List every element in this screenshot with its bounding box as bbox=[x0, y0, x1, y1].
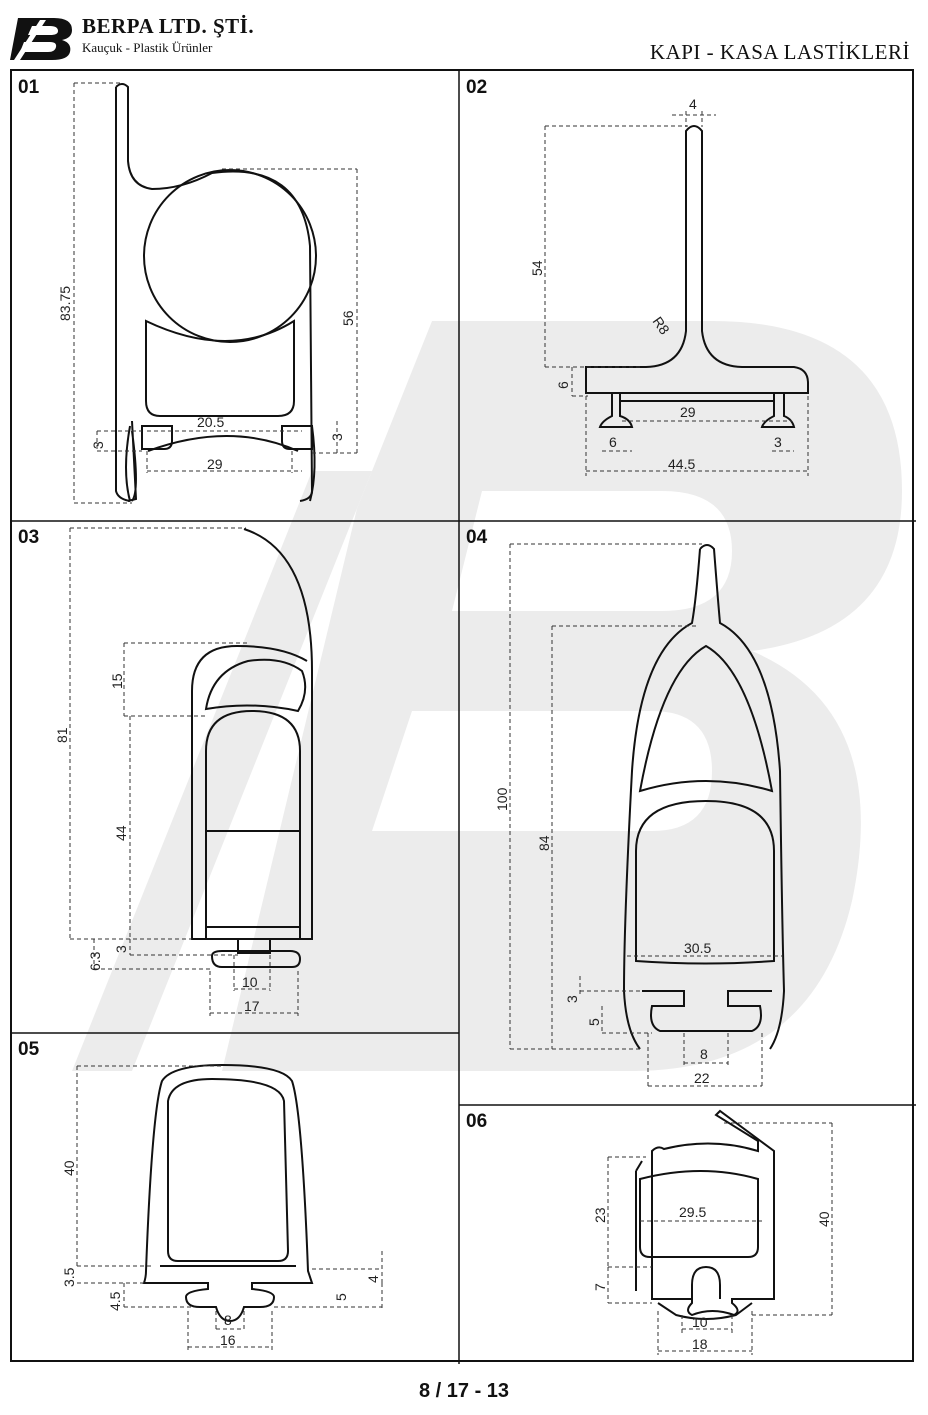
profile-06-drawing bbox=[635, 1109, 775, 1320]
panel-number-05: 05 bbox=[18, 1039, 40, 1060]
dim-05-5: 5 bbox=[333, 1293, 349, 1301]
dim-06-width: 18 bbox=[692, 1336, 708, 1352]
dim-05-4: 4 bbox=[365, 1275, 381, 1283]
dim-01-left-3: 3 bbox=[90, 441, 106, 449]
dim-06-23: 23 bbox=[592, 1207, 608, 1223]
dim-05-width: 16 bbox=[220, 1332, 236, 1348]
dim-01-width-top: 20.5 bbox=[197, 414, 224, 430]
panel-number-02: 02 bbox=[466, 77, 488, 98]
profile-03-drawing bbox=[191, 528, 313, 968]
dim-05-height: 40 bbox=[61, 1160, 77, 1176]
panel-number-01: 01 bbox=[18, 77, 40, 98]
technical-drawings: 83.75 56 20.5 3 3 29 4 bbox=[12, 71, 916, 1364]
dim-05-3-5: 3.5 bbox=[61, 1267, 77, 1287]
dim-03-bottom-3: 3 bbox=[113, 945, 129, 953]
dim-06-inner: 29.5 bbox=[679, 1204, 706, 1220]
dim-04-width: 22 bbox=[694, 1070, 710, 1086]
page-code: 8 / 17 - 13 bbox=[418, 1380, 510, 1402]
dim-04-5: 5 bbox=[586, 1018, 602, 1026]
company-tagline: Kauçuk - Plastik Ürünler bbox=[82, 40, 213, 55]
berpa-logo-icon bbox=[10, 18, 72, 60]
profile-05-drawing bbox=[142, 1063, 314, 1323]
profile-01-drawing bbox=[115, 83, 317, 502]
profile-grid: 83.75 56 20.5 3 3 29 4 bbox=[10, 69, 916, 1364]
dim-02-inner: 29 bbox=[680, 404, 696, 420]
dim-03-bottom: 6.3 bbox=[87, 951, 103, 971]
dim-06-height: 40 bbox=[816, 1211, 832, 1227]
dim-06-slot: 10 bbox=[692, 1314, 708, 1330]
dim-01-height: 83.75 bbox=[57, 286, 73, 321]
catalog-title: KAPI - KASA LASTİKLERİ bbox=[649, 40, 910, 64]
dim-05-slot: 8 bbox=[224, 1312, 232, 1328]
dim-01-width-bottom: 29 bbox=[207, 456, 223, 472]
watermark-logo-icon bbox=[52, 321, 902, 1071]
company-name: BERPA LTD. ŞTİ. bbox=[82, 14, 255, 38]
dim-03-body: 44 bbox=[113, 825, 129, 841]
dim-06-7: 7 bbox=[592, 1283, 608, 1291]
dim-01-right-3: 3 bbox=[329, 433, 345, 441]
dim-04-3: 3 bbox=[564, 995, 580, 1003]
dim-02-base: 6 bbox=[555, 381, 571, 389]
dim-02-foot-left: 6 bbox=[609, 434, 617, 450]
dim-04-slot: 8 bbox=[700, 1046, 708, 1062]
dim-03-inner: 10 bbox=[242, 974, 258, 990]
page-header: BERPA LTD. ŞTİ. Kauçuk - Plastik Ürünler… bbox=[0, 0, 928, 70]
dim-05-4-5: 4.5 bbox=[107, 1291, 123, 1311]
dim-03-top: 15 bbox=[109, 673, 125, 689]
panel-number-03: 03 bbox=[18, 527, 40, 548]
dim-02-height: 54 bbox=[529, 260, 545, 276]
panel-number-04: 04 bbox=[466, 527, 488, 548]
dim-03-height: 81 bbox=[54, 727, 70, 743]
dim-04-inner: 30.5 bbox=[684, 940, 711, 956]
dim-02-width: 44.5 bbox=[668, 456, 695, 472]
dim-03-width: 17 bbox=[244, 998, 260, 1014]
dim-04-height: 100 bbox=[494, 787, 510, 811]
dim-04-body: 84 bbox=[536, 835, 552, 851]
dim-01-tube: 56 bbox=[340, 310, 356, 326]
dim-02-foot-right: 3 bbox=[774, 434, 782, 450]
profile-02-drawing bbox=[585, 125, 809, 428]
dim-02-top: 4 bbox=[689, 96, 697, 112]
panel-number-06: 06 bbox=[466, 1111, 488, 1132]
